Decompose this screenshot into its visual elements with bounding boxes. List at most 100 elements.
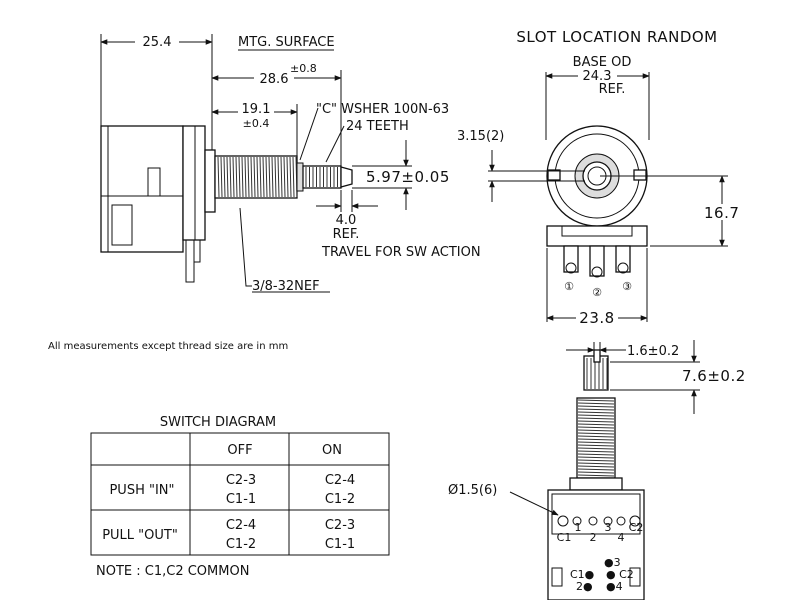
thread-line: [259, 156, 262, 198]
dim-flat: 7.6±0.2: [682, 367, 746, 385]
thread-line: [238, 156, 241, 198]
base-od-label: BASE OD: [573, 55, 632, 70]
thread-line: [577, 402, 615, 405]
thread-line: [244, 156, 247, 198]
thread-line: [265, 156, 268, 198]
thread-line: [247, 156, 250, 198]
terminal-1: ①: [564, 280, 574, 293]
teeth-label: 24 TEETH: [346, 119, 409, 134]
thread-line: [283, 156, 286, 198]
thread-line: [577, 444, 615, 447]
switch-diagram: SWITCH DIAGRAM OFF ON PUSH "IN" C2-3 C1-…: [90, 415, 390, 579]
thread-line: [577, 399, 615, 402]
base-od-value: 24.3: [583, 69, 612, 84]
thread-line: [577, 474, 615, 477]
pin-2: 2: [590, 531, 597, 544]
common-note: NOTE : C1,C2 COMMON: [96, 564, 249, 579]
thread-line: [577, 447, 615, 450]
dim-slot: 3.15(2): [457, 129, 504, 144]
thread-line: [577, 468, 615, 471]
thread-line: [577, 456, 615, 459]
switch-body-bottom: [547, 489, 645, 600]
thread-label: 3/8-32NEF: [252, 279, 320, 294]
dim-bushing: 19.1: [242, 102, 271, 117]
thread-line: [289, 156, 292, 198]
base-od-ref: REF.: [599, 82, 626, 97]
dim-bushing-tol: ±0.4: [243, 117, 270, 130]
thread-line: [577, 453, 615, 456]
travel-note: TRAVEL FOR SW ACTION: [321, 245, 481, 260]
thread-line: [577, 429, 615, 432]
front-view: SLOT LOCATION RANDOM BASE OD 24.3 REF. ①…: [457, 28, 740, 327]
push-on-2: C1-2: [325, 492, 355, 507]
pin-3: 3: [605, 521, 612, 534]
side-view: 25.4 MTG. SURFACE 28.6 ±0.8 19.1 ±0.4 "C…: [100, 34, 481, 294]
switch-can: [100, 125, 184, 253]
thread-line: [256, 156, 259, 198]
thread-line: [577, 423, 615, 426]
pin-4: 4: [618, 531, 625, 544]
terminal-3: ③: [622, 280, 632, 293]
thread-line: [250, 156, 253, 198]
thread-line: [292, 156, 295, 198]
thread-line: [220, 156, 223, 198]
pull-off-1: C2-4: [226, 518, 256, 533]
thread-line: [223, 156, 226, 198]
thread-line: [577, 426, 615, 429]
thread-line: [577, 459, 615, 462]
row-push-label: PUSH "IN": [109, 483, 174, 498]
header-on: ON: [322, 443, 342, 458]
dim-total: 28.6: [260, 72, 289, 87]
washer-label: "C" WSHER 100N-63: [316, 102, 449, 117]
thread-line: [577, 462, 615, 465]
dim-shaft-dia: 5.97±0.05: [366, 168, 450, 186]
pot-body: [182, 125, 206, 241]
pin-inner-2: 2●: [576, 580, 593, 593]
pin-c2: C2: [629, 521, 644, 534]
switch-diagram-title: SWITCH DIAGRAM: [160, 415, 276, 430]
thread-line: [577, 441, 615, 444]
thread-line: [280, 156, 283, 198]
thread-line: [577, 432, 615, 435]
dim-mtg: 25.4: [143, 35, 172, 50]
thread-line: [241, 156, 244, 198]
dim-total-tol: ±0.8: [290, 62, 317, 75]
thread-line: [271, 156, 274, 198]
thread-line: [577, 438, 615, 441]
pin-inner-3: ●3: [604, 556, 621, 569]
measurement-note: All measurements except thread size are …: [48, 341, 288, 352]
thread-line: [577, 435, 615, 438]
thread-line: [217, 156, 220, 198]
push-on-1: C2-4: [325, 473, 355, 488]
thread-line: [268, 156, 271, 198]
thread-line: [229, 156, 232, 198]
bottom-view: C1 1 2 3 4 C2 ●3 C1● ● C2 2● ●4 1.6±0.2 …: [448, 340, 746, 600]
slot-location-note: SLOT LOCATION RANDOM: [516, 28, 717, 46]
pin-1: 1: [575, 521, 582, 534]
pull-on-2: C1-1: [325, 537, 355, 552]
pull-on-1: C2-3: [325, 518, 355, 533]
threaded-bushing: [214, 155, 298, 199]
thread-line: [286, 156, 289, 198]
row-pull-label: PULL "OUT": [102, 528, 178, 543]
terminal-2: ②: [592, 286, 602, 299]
thread-line: [577, 405, 615, 408]
pin-inner-c2: ● C2: [606, 568, 634, 581]
pin-inner-4: ●4: [606, 580, 623, 593]
dim-hole: Ø1.5(6): [448, 483, 497, 498]
thread-line: [577, 471, 615, 474]
thread-line: [274, 156, 277, 198]
push-off-2: C1-1: [226, 492, 256, 507]
c-washer: [296, 162, 304, 192]
pull-off-2: C1-2: [226, 537, 256, 552]
thread-line: [253, 156, 256, 198]
thread-line: [262, 156, 265, 198]
dim-height: 16.7: [704, 204, 739, 222]
dim-travel: 4.0: [336, 213, 357, 228]
thread-line: [577, 417, 615, 420]
thread-line: [226, 156, 229, 198]
knurled-shaft: [302, 165, 342, 189]
travel-ref: REF.: [333, 227, 360, 242]
thread-line: [277, 156, 280, 198]
